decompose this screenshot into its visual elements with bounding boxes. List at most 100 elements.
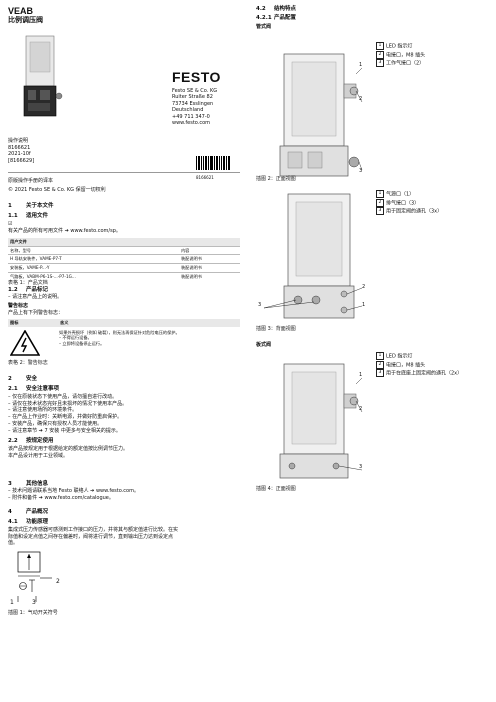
col-header: 内容 — [178, 245, 240, 255]
address-line: www.festo.com — [172, 120, 211, 127]
copyright-line: © 2021 Festo SE & Co. KG 保留一切权利 — [8, 186, 106, 193]
list-item: – 安装产品，确保只有授权人员才能使用。 — [8, 420, 103, 427]
port-label-2: 2 — [56, 578, 60, 585]
doc-meta: 操作说明 8166621 2021-10f [8166629] — [8, 138, 34, 165]
product-photo — [23, 35, 63, 117]
festo-logo: FESTO — [172, 68, 221, 85]
callout-1: 1 — [359, 372, 363, 378]
plate-valve-label: 板式阀 — [256, 342, 272, 348]
doc-code: [8166629] — [8, 158, 35, 165]
text-line: – 技术问题请联系当地 Festo 联络人 ➔ www.festo.com。 — [8, 488, 139, 495]
warning-table: 图标 含义 如果外壳损坏（例如 破裂），则无法再保证针对危险电压的保护。 – 不… — [8, 319, 240, 367]
col-header: 名称，型号 — [8, 245, 179, 255]
doc-title: VEAB — [8, 6, 34, 16]
company-address: Festo SE & Co. KG Ruiter Straße 82 73734… — [172, 88, 217, 127]
manual-label: 操作说明 — [8, 137, 29, 144]
barcode: 8166621 — [196, 155, 230, 180]
table-header: 用户文件 — [8, 238, 240, 247]
figure-caption: 插图 2：正面视图 — [256, 176, 296, 182]
table-caption: 表格 2：警告标志 — [8, 360, 48, 367]
callout-3: 3 — [359, 464, 363, 470]
table-row: 气路板，VABM-P6-1S-...-P7-1G...装配说明书 — [8, 271, 240, 281]
intro-line: 原版操作手册的译本 — [8, 178, 54, 184]
figure-caption: 插图 4：正面视图 — [256, 486, 296, 492]
figure-4-front-view — [279, 363, 363, 479]
electric-warning-icon — [9, 329, 41, 356]
tube-valve-label: 管式阀 — [256, 23, 272, 30]
divider — [8, 172, 240, 173]
table-caption: 表格 1：产品文档 — [8, 280, 48, 287]
barcode-number: 8166621 — [196, 174, 214, 180]
figure-2-front-view — [279, 53, 363, 177]
callout-2: 2 — [359, 406, 363, 412]
intro-block: 原版操作手册的译本 © 2021 Festo SE & Co. KG 保留一切权… — [8, 178, 240, 194]
warning-text: – 立即将设备停止运行。 — [59, 341, 105, 347]
list-item: – 仅在原装状态下使用产品，请勿擅自进行改动。 — [8, 393, 118, 400]
callout-1: 1 — [359, 62, 363, 68]
list-item: – 请仅在技术状态完好且未损坏的情况下使用本产品。 — [8, 400, 128, 407]
callout-1: 1 — [362, 302, 366, 308]
product-panel: FESTO Festo SE & Co. KG Ruiter Straße 82… — [8, 30, 240, 180]
docs-link-line: 有关产品的所有可用文件 ➔ www.festo.com/sp。 — [8, 227, 121, 234]
port-label-3: 3 — [32, 599, 36, 606]
text-line: 产品上有下列警告标志： — [8, 309, 64, 316]
doc-subtitle: 比例调压阀 — [8, 16, 43, 25]
callout-2: 2 — [362, 284, 366, 290]
text-line: 际值和设定点值之间存在偏差时，阀将进行调节，直到输出压力达到设定点 — [8, 533, 174, 540]
address-line: 73734 Esslingen — [172, 100, 214, 107]
text-line: – 请注意产品上的说明。 — [8, 294, 63, 301]
col-header: 图标 — [8, 319, 58, 327]
callout-3: 3 — [258, 302, 262, 308]
text-line: – 附件和备件 ➔ www.festo.com/catalogue。 — [8, 495, 114, 502]
text-line: 本产品设计用于工业领域。 — [8, 452, 69, 459]
callout-3: 3 — [359, 168, 363, 174]
list-item: – 请注意使用场所的环境条件。 — [8, 407, 78, 414]
figure-caption: 插图 1：气动开关符号 — [8, 610, 58, 616]
figure-1: 2 1 3 插图 1：气动开关符号 — [8, 550, 240, 616]
text-line: 该产品按规定用于根据给定的额定值按比例调节压力。 — [8, 445, 129, 452]
address-line: +49 711 347-0 — [172, 113, 210, 120]
doc-number: 8166621 — [8, 144, 31, 151]
port-label-1: 1 — [10, 599, 14, 606]
figure-caption: 插图 3：背面视图 — [256, 326, 296, 332]
address-line: Festo SE & Co. KG — [172, 87, 218, 94]
doc-version: 2021-10f — [8, 151, 31, 158]
list-item: – 在产品上作业时：关断电源，并做好防重启保护。 — [8, 414, 123, 421]
pneumatic-symbol — [17, 551, 52, 602]
address-line: Ruiter Straße 82 — [172, 94, 213, 101]
figure-3-back-view — [263, 193, 363, 319]
warning-text: 如果外壳损坏（例如 破裂），则无法再保证针对危险电压的保护。 — [59, 329, 180, 335]
warning-text: – 不得运行设备。 — [59, 335, 92, 341]
barcode-image — [196, 155, 230, 170]
